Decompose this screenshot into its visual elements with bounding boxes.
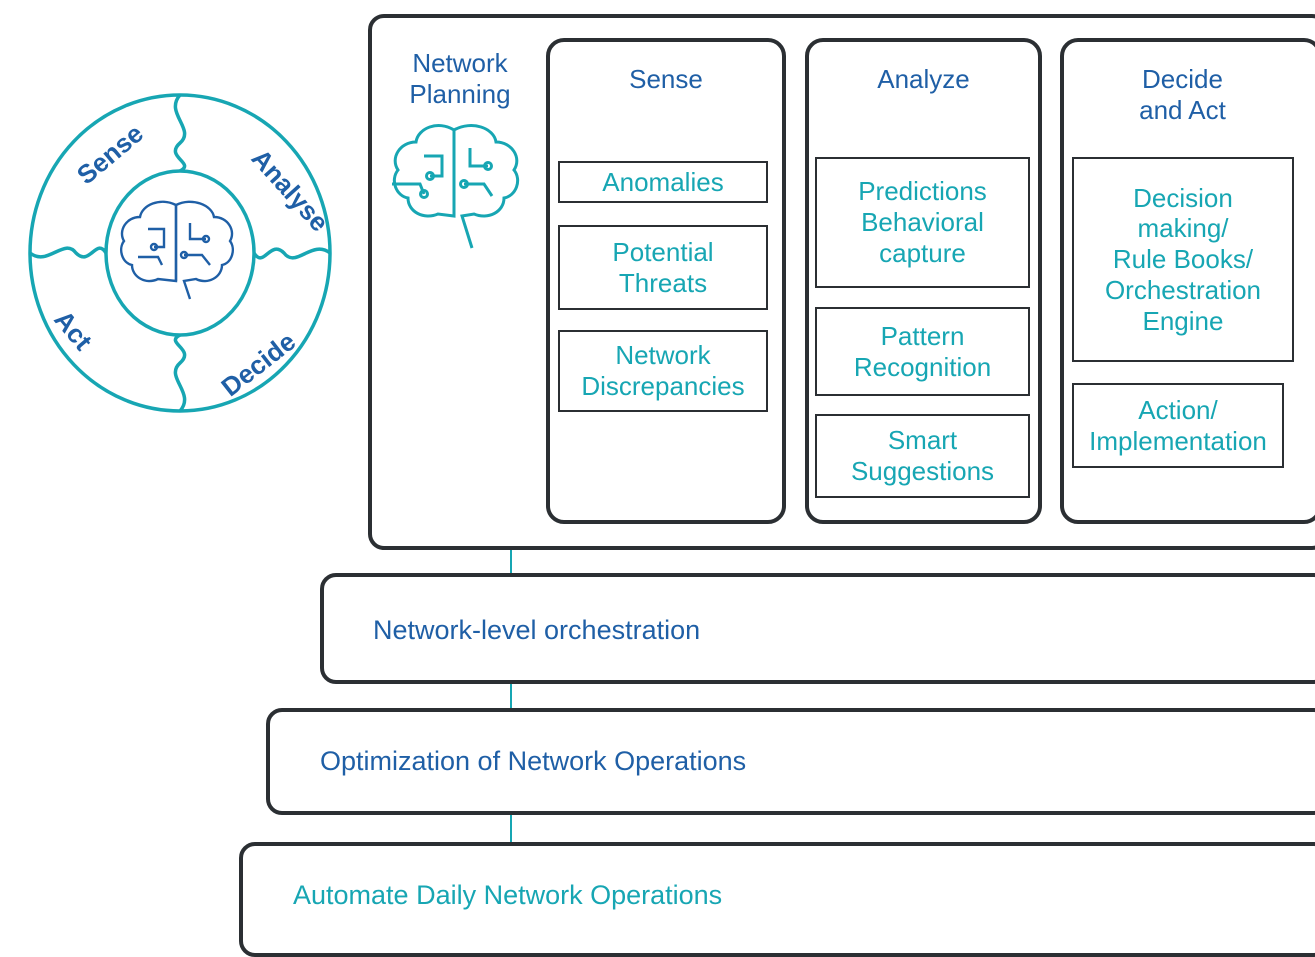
orchestration-tier: Network-level orchestration: [320, 573, 1315, 684]
decide-act-heading: Decide and Act: [1139, 64, 1226, 126]
cycle-brain-icon: [120, 200, 234, 300]
pattern-recognition-box: Pattern Recognition: [815, 307, 1030, 396]
network-discrepancies-box: Network Discrepancies: [558, 330, 768, 412]
analyze-heading: Analyze: [877, 64, 970, 94]
orchestration-label: Network-level orchestration: [373, 615, 701, 645]
smart-suggestions-box: Smart Suggestions: [815, 414, 1030, 498]
anomalies-box: Anomalies: [558, 161, 768, 203]
sense-analyse-decide-act-cycle: Sense Analyse Decide Act: [14, 93, 339, 428]
cycle-ring-graphic: [28, 93, 332, 413]
sense-heading: Sense: [629, 64, 703, 94]
optimization-tier: Optimization of Network Operations: [266, 708, 1315, 815]
network-planning-title: Network Planning: [409, 48, 511, 110]
action-implementation-box: Action/ Implementation: [1072, 383, 1284, 468]
potential-threats-box: Potential Threats: [558, 225, 768, 310]
decision-making-box: Decision making/ Rule Books/ Orchestrati…: [1072, 157, 1294, 362]
optimization-label: Optimization of Network Operations: [320, 746, 747, 776]
predictions-box: Predictions Behavioral capture: [815, 157, 1030, 288]
automation-label: Automate Daily Network Operations: [293, 880, 723, 910]
automation-tier: Automate Daily Network Operations: [239, 842, 1315, 957]
